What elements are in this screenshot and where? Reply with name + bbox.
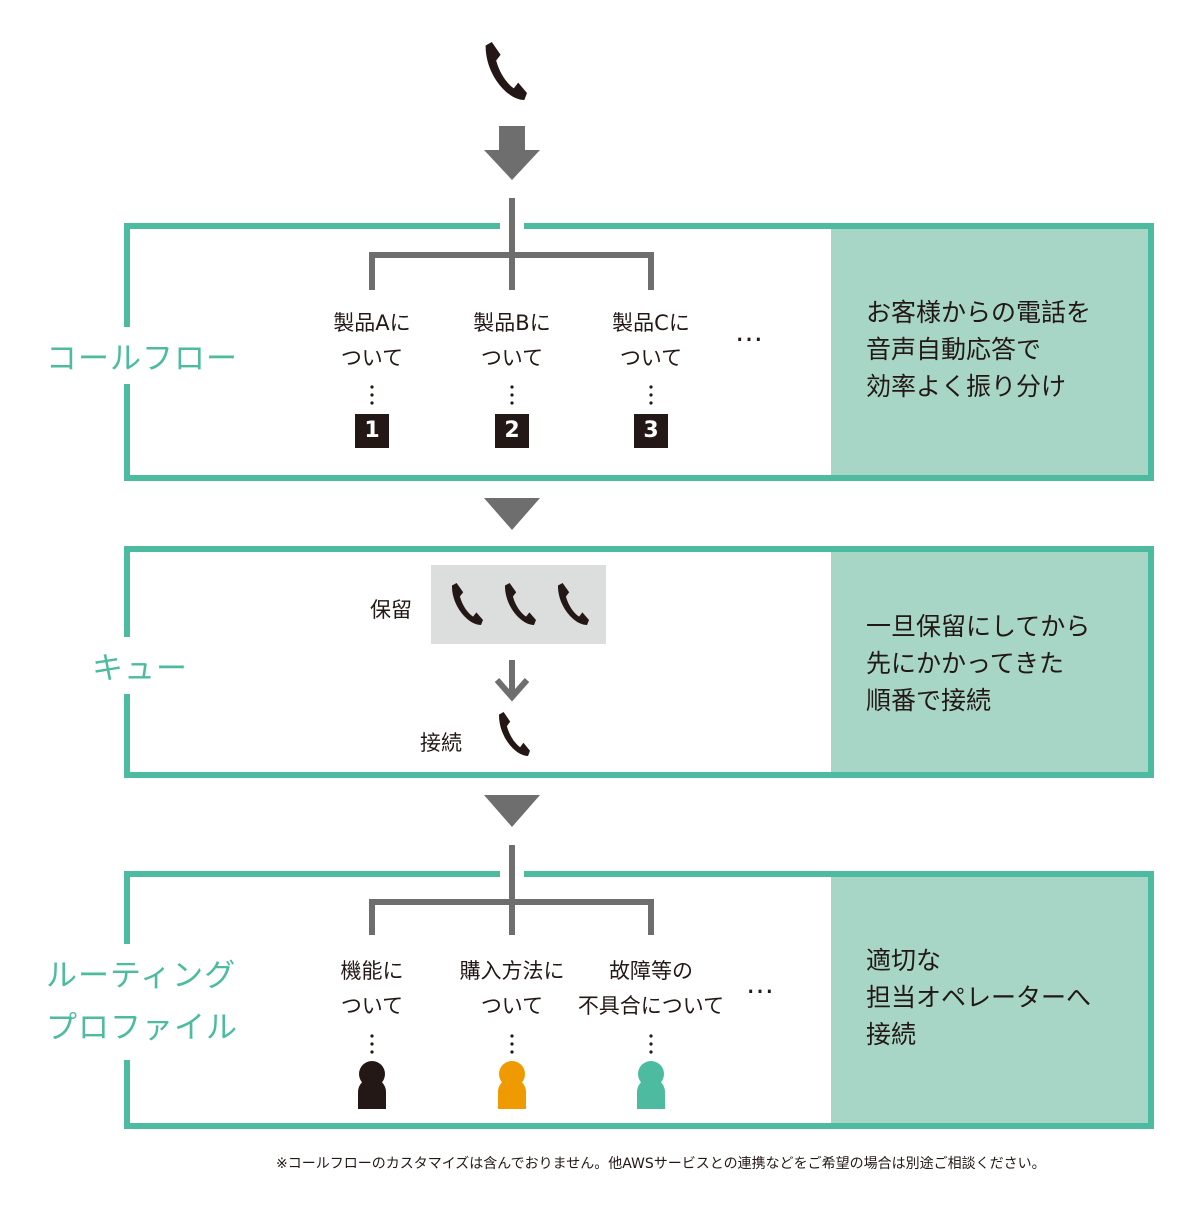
ellipsis: …: [746, 967, 776, 1000]
callflow-frame: [124, 198, 1154, 481]
phone-icon: [504, 583, 536, 625]
section-label-callflow: コールフロー: [46, 327, 238, 384]
item-label: 製品Bに: [473, 311, 551, 335]
description-line: 接続: [866, 1020, 917, 1049]
down-arrow-icon: [484, 498, 540, 530]
down-arrow-icon: [484, 126, 540, 180]
item-label: ついて: [340, 346, 404, 370]
description-line: お客様からの電話を: [866, 298, 1092, 327]
routing-frame: [124, 845, 1154, 1129]
down-arrow-icon: [484, 795, 540, 827]
person-icon: [358, 1061, 386, 1109]
callflow-item-c: 製品Cに ついて: [591, 306, 711, 376]
item-label: 不具合について: [577, 994, 725, 1018]
section-label-queue: キュー: [92, 637, 188, 694]
dotted-connectors: [370, 385, 653, 1054]
routing-item-purchase: 購入方法に ついて: [442, 954, 582, 1024]
item-label: ついて: [480, 346, 544, 370]
description-line: 先にかかってきた: [866, 649, 1065, 678]
description-line: 音声自動応答で: [866, 335, 1042, 364]
item-label: 機能に: [340, 959, 404, 983]
section-label-routing: ルーティング プロファイル: [46, 944, 238, 1060]
item-label: ついて: [619, 346, 683, 370]
item-label: 製品Aに: [333, 311, 411, 335]
hold-label: 保留: [370, 598, 412, 622]
menu-number-badge: 1: [355, 414, 389, 448]
description-line: 一旦保留にしてから: [866, 612, 1091, 641]
item-label: ついて: [480, 994, 544, 1018]
queue-description: 一旦保留にしてから 先にかかってきた 順番で接続: [866, 608, 1090, 719]
person-icon: [498, 1061, 526, 1109]
callflow-item-b: 製品Bに ついて: [452, 306, 572, 376]
routing-item-fault: 故障等の 不具合について: [571, 954, 731, 1024]
callflow-description: お客様からの電話を 音声自動応答で 効率よく振り分け: [866, 294, 1091, 405]
person-icon: [637, 1061, 665, 1109]
menu-number-badge: 2: [495, 414, 529, 448]
item-label: 故障等の: [609, 959, 693, 983]
description-line: 順番で接続: [866, 686, 992, 715]
ellipsis: …: [735, 315, 765, 348]
phone-icon: [485, 42, 527, 100]
phone-icon: [498, 712, 530, 756]
item-label: 製品Cに: [612, 311, 690, 335]
description-line: 担当オペレーターへ: [866, 983, 1092, 1012]
item-label: 購入方法に: [459, 959, 565, 983]
label-line: ルーティング: [46, 958, 237, 994]
phone-icon: [557, 583, 589, 625]
routing-item-function: 機能に ついて: [302, 954, 442, 1024]
callflow-item-a: 製品Aに ついて: [312, 306, 432, 376]
footnote: ※コールフローのカスタマイズは含んでおりません。他AWSサービスとの連携などをご…: [276, 1156, 1046, 1172]
description-line: 適切な: [866, 946, 942, 975]
item-label: ついて: [340, 994, 404, 1018]
connect-label: 接続: [420, 731, 462, 755]
routing-description: 適切な 担当オペレーターへ 接続: [866, 942, 1091, 1053]
menu-number-badge: 3: [634, 414, 668, 448]
phone-icon: [451, 583, 483, 625]
label-line: プロファイル: [46, 1010, 238, 1046]
description-line: 効率よく振り分け: [866, 372, 1067, 401]
